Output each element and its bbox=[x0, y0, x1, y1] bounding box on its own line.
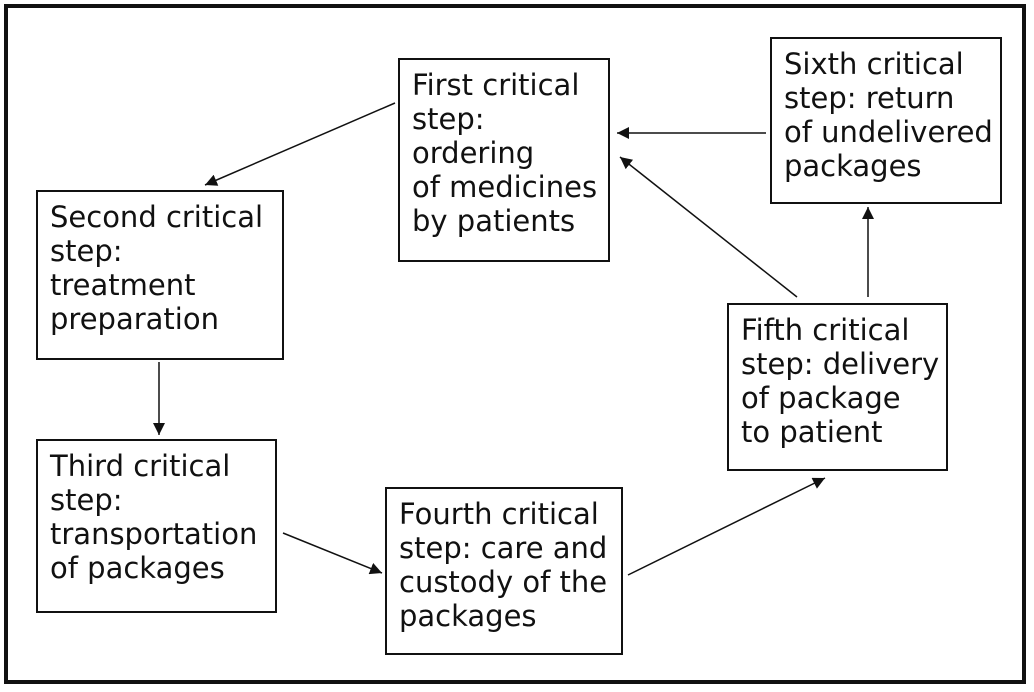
arrow-fifth-to-first bbox=[619, 156, 798, 298]
arrow-fourth-to-fifth bbox=[627, 477, 826, 576]
node-third-step: Third critical step: transportation of p… bbox=[36, 439, 277, 613]
node-first-step: First critical step: ordering of medicin… bbox=[398, 58, 610, 262]
node-fourth-step: Fourth critical step: care and custody o… bbox=[385, 487, 623, 655]
arrow-third-to-fourth bbox=[282, 532, 383, 575]
node-fifth-step: Fifth critical step: delivery of package… bbox=[727, 303, 948, 471]
node-sixth-step: Sixth critical step: return of undeliver… bbox=[770, 37, 1002, 204]
arrow-first-to-second bbox=[204, 102, 396, 186]
node-second-step: Second critical step: treatment preparat… bbox=[36, 190, 284, 360]
